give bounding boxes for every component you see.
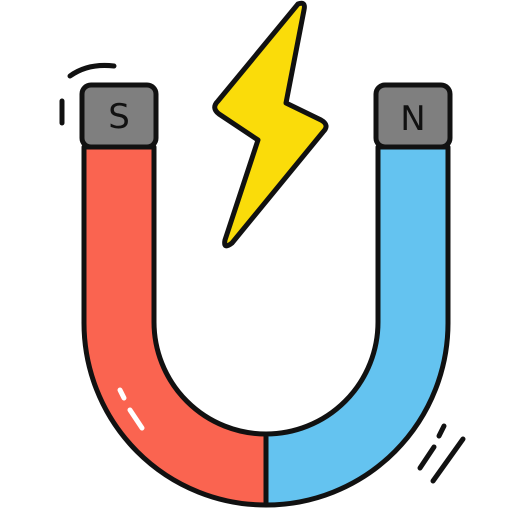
south-pole-cap [79,82,159,150]
motion-line [67,63,117,79]
magnet-south-half [81,144,269,508]
motion-line [436,423,447,439]
magnet-north-half [263,144,451,508]
motion-line [417,444,437,471]
lightning-bolt-icon [212,0,329,249]
north-pole-cap [373,82,453,150]
north-pole-label: N [400,99,425,139]
motion-line [430,436,466,484]
highlight-dash [117,387,127,401]
south-pole-label: S [108,97,130,137]
highlight-dash [127,407,145,431]
